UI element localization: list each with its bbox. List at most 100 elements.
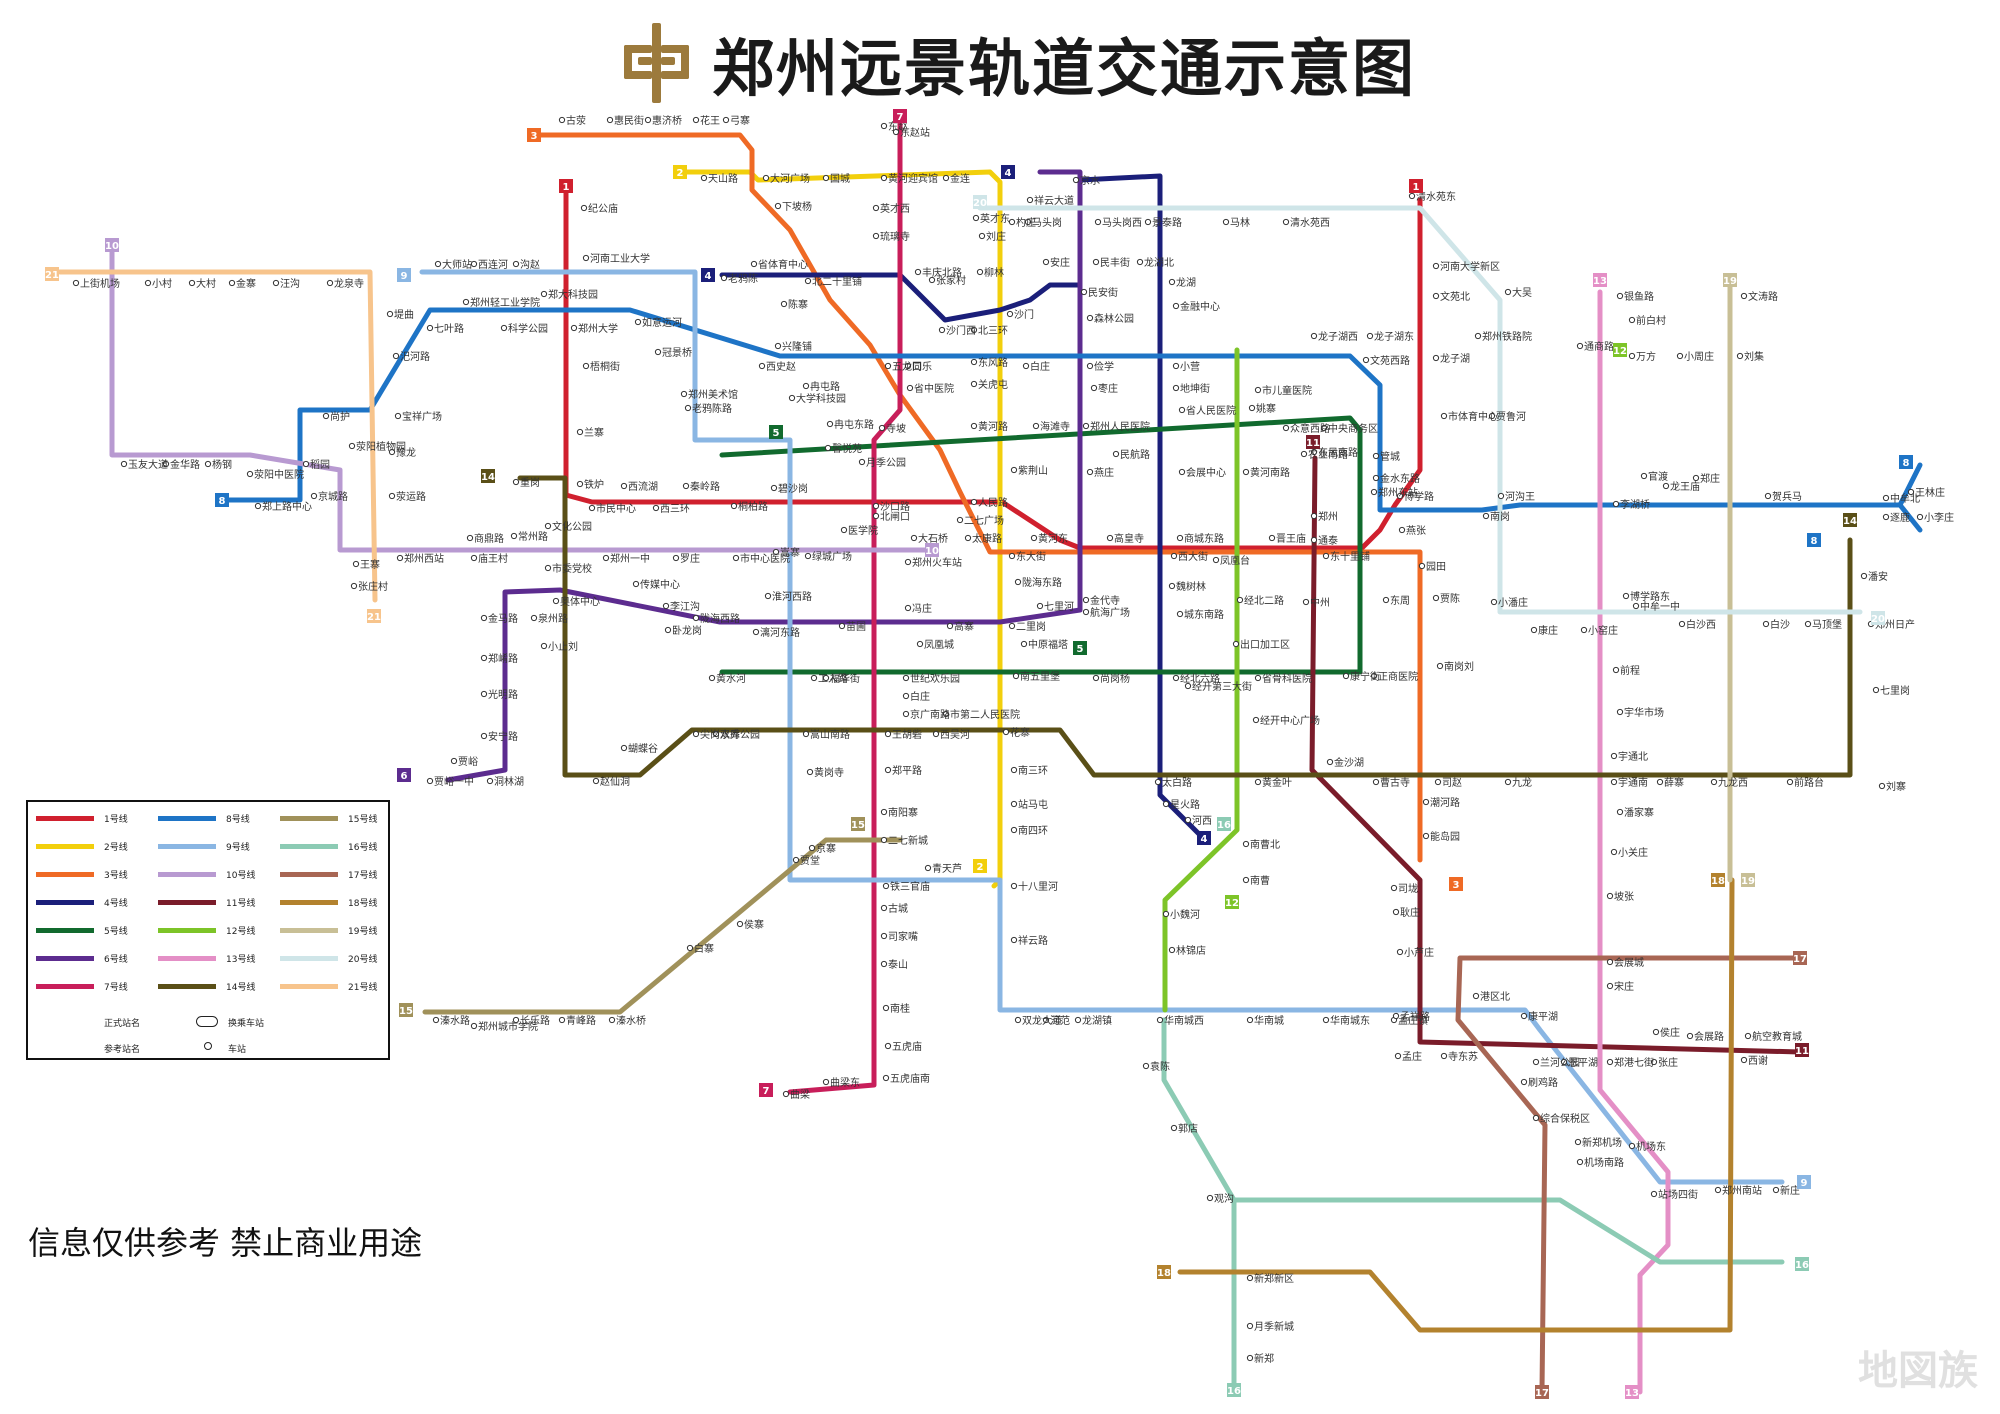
station-label: 陇海西路 bbox=[700, 612, 740, 625]
legend-note-transfer-station: 换乘车站 bbox=[228, 1019, 265, 1029]
station-marker bbox=[792, 856, 800, 864]
station-label: 碧沙岗 bbox=[778, 483, 808, 495]
station-label: 二七新城 bbox=[888, 834, 928, 847]
station-marker bbox=[1432, 262, 1440, 270]
station-label: 林锦店 bbox=[1176, 944, 1206, 957]
station-label: 弓寨 bbox=[730, 114, 750, 127]
station-label: 南三环 bbox=[1018, 764, 1048, 777]
station-label: 郑上路中心 bbox=[262, 500, 312, 513]
station-marker bbox=[1112, 450, 1120, 458]
station-label: 马头岗 bbox=[1032, 217, 1062, 229]
station-label: 东大街 bbox=[1016, 550, 1046, 563]
station-label: 人民路 bbox=[978, 496, 1008, 509]
station-marker bbox=[576, 428, 584, 436]
station-marker bbox=[910, 534, 918, 542]
metro-line-20 bbox=[977, 205, 1863, 615]
station-marker bbox=[1740, 292, 1748, 300]
station-marker bbox=[1560, 1058, 1568, 1066]
station-marker bbox=[1860, 572, 1868, 580]
line-tag-7: 7 bbox=[759, 1083, 773, 1097]
station-label: 综合保税区 bbox=[1540, 1112, 1590, 1125]
svg-text:8: 8 bbox=[1903, 458, 1910, 469]
station-label: 汜河路 bbox=[400, 350, 430, 363]
legend-item: 2号线 bbox=[36, 840, 128, 853]
station-marker bbox=[736, 920, 744, 928]
legend-swatch bbox=[36, 956, 94, 961]
station-label: 尚岗杨 bbox=[1100, 672, 1130, 685]
station-marker bbox=[1396, 492, 1404, 500]
station-marker bbox=[1248, 404, 1256, 412]
station-marker bbox=[1310, 448, 1318, 456]
station-label: 太康路 bbox=[972, 532, 1002, 545]
station-label: 小关庄 bbox=[1618, 846, 1648, 859]
metro-line-9 bbox=[419, 269, 1785, 1185]
station-label: 贾峪 bbox=[458, 756, 478, 768]
station-marker bbox=[810, 674, 818, 682]
station-marker bbox=[162, 460, 170, 468]
station-label: 世纪欢乐园 bbox=[910, 672, 960, 685]
svg-text:19: 19 bbox=[1741, 876, 1755, 887]
line-tag-14: 14 bbox=[481, 469, 495, 483]
station-marker bbox=[1520, 1012, 1528, 1020]
station-label: 龙湖北 bbox=[1144, 256, 1174, 269]
station-marker bbox=[878, 424, 886, 432]
station-label: 俭学 bbox=[1094, 360, 1114, 373]
station-marker bbox=[1872, 686, 1880, 694]
station-label: 郑平路 bbox=[892, 764, 922, 777]
station-marker bbox=[872, 502, 880, 510]
station-label: 贾陈 bbox=[1440, 592, 1460, 605]
station-label: 龙湖 bbox=[1176, 276, 1196, 289]
svg-text:10: 10 bbox=[105, 241, 119, 252]
station-label: 铁三官庙 bbox=[890, 880, 930, 893]
station-marker bbox=[576, 480, 584, 488]
station-marker bbox=[970, 380, 978, 388]
station-marker bbox=[302, 460, 310, 468]
station-marker bbox=[1744, 1032, 1752, 1040]
station-label: 燕张 bbox=[1406, 525, 1426, 537]
station-marker bbox=[1086, 468, 1094, 476]
station-marker bbox=[632, 580, 640, 588]
station-marker bbox=[1178, 468, 1186, 476]
station-label: 西大街 bbox=[1178, 550, 1208, 563]
station-marker bbox=[1012, 672, 1020, 680]
station-marker bbox=[510, 532, 518, 540]
station-marker bbox=[1222, 218, 1230, 226]
station-marker bbox=[1692, 474, 1700, 482]
station-label: 南阳寨 bbox=[888, 806, 918, 819]
legend-swatch bbox=[280, 984, 338, 989]
station-marker bbox=[1786, 778, 1794, 786]
station-label: 耿庄 bbox=[1400, 906, 1420, 919]
station-marker bbox=[1024, 218, 1032, 226]
station-label: 出口加工区 bbox=[1240, 638, 1290, 651]
station-marker bbox=[692, 730, 700, 738]
station-label: 机场南路 bbox=[1584, 1156, 1624, 1169]
station-label: 关虎屯 bbox=[978, 378, 1008, 391]
station-label: 兰河公园 bbox=[1540, 1056, 1580, 1069]
station-label: 下坡杨 bbox=[782, 200, 812, 213]
station-marker bbox=[1628, 352, 1636, 360]
station-label: 郑州一中 bbox=[610, 552, 650, 565]
station-label: 国城 bbox=[830, 173, 850, 185]
station-marker bbox=[1432, 354, 1440, 362]
station-marker bbox=[1418, 562, 1426, 570]
station-marker bbox=[1010, 826, 1018, 834]
station-label: 森林公园 bbox=[1094, 312, 1134, 325]
station-label: 郑州城市学院 bbox=[478, 1020, 538, 1033]
station-marker bbox=[978, 232, 986, 240]
station-label: 宝祥广场 bbox=[402, 410, 442, 423]
station-label: 前白村 bbox=[1636, 314, 1666, 327]
zhengzhou-metro-logo-icon bbox=[624, 23, 689, 103]
station-label: 中牟北 bbox=[1890, 492, 1920, 505]
station-marker bbox=[486, 777, 494, 785]
station-marker bbox=[840, 526, 848, 534]
station-marker bbox=[1080, 288, 1088, 296]
station-label: 孟祥路 bbox=[1400, 1010, 1430, 1023]
station-marker bbox=[1032, 422, 1040, 430]
station-marker bbox=[970, 326, 978, 334]
station-label: 七里河 bbox=[1044, 601, 1074, 613]
legend-item: 16号线 bbox=[280, 840, 377, 853]
station-marker bbox=[434, 260, 442, 268]
station-label: 白寨 bbox=[694, 942, 714, 955]
station-marker bbox=[1172, 674, 1180, 682]
line-tag-5: 5 bbox=[769, 425, 783, 439]
